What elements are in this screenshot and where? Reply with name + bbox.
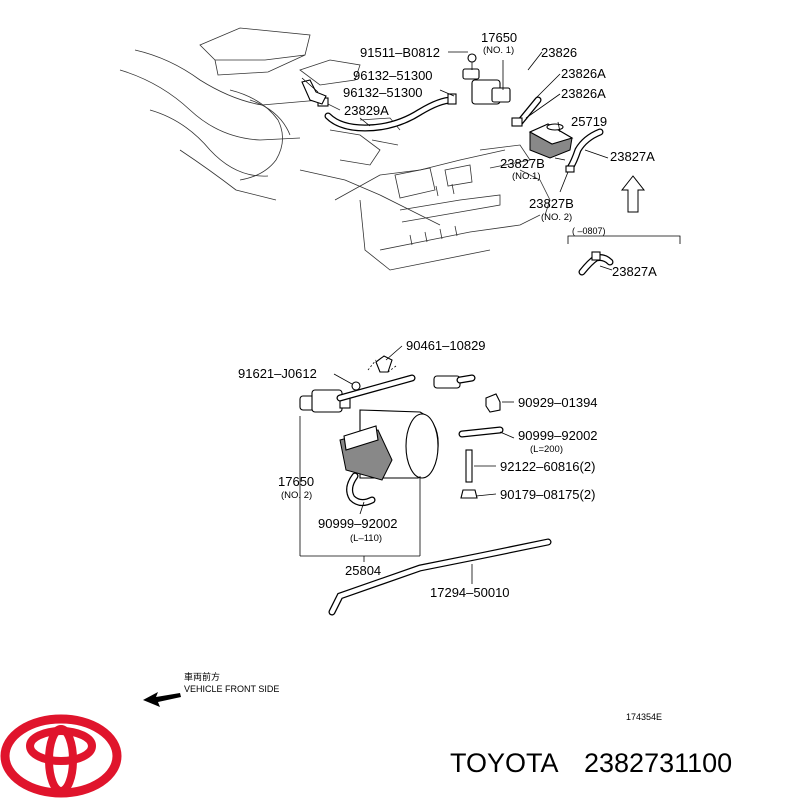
toyota-logo-icon: [0, 714, 122, 798]
label-23827A-2: 23827A: [612, 264, 657, 279]
label-90999b-len: (L–110): [350, 533, 382, 544]
label-23827B-2: 23827B: [529, 196, 574, 211]
vsv-no1: [462, 53, 511, 105]
part-number: 2382731100: [584, 748, 732, 778]
charcoal-canister: [299, 409, 439, 557]
hose-90999-200: [458, 426, 504, 438]
vsv-no2: [299, 381, 361, 413]
brand-name: TOYOTA: [450, 748, 559, 778]
label-23827B-2-no: (NO. 2): [541, 212, 572, 223]
label-23826: 23826: [541, 45, 577, 60]
label-23827B-1: 23827B: [500, 156, 545, 171]
leader-lines-top: [301, 51, 613, 271]
label-23826A-2: 23826A: [561, 86, 606, 101]
hose-23827A: [565, 128, 604, 173]
label-90999a-len: (L=200): [530, 444, 563, 455]
label-90999a: 90999–92002: [518, 428, 598, 443]
hose-90999-110: [346, 472, 376, 507]
label-17650-top: 17650: [481, 30, 517, 45]
hose-23826: [511, 96, 542, 127]
part-labels: 17650 (NO. 1) 91511–B0812 96132–51300 96…: [184, 30, 662, 722]
hose-23827A-variant: [578, 251, 614, 276]
label-90999b: 90999–92002: [318, 516, 398, 531]
range-bracket: [567, 235, 681, 244]
label-17650-bottom-no: (NO. 2): [281, 490, 312, 501]
label-91511: 91511–B0812: [360, 45, 440, 60]
label-front-en: VEHICLE FRONT SIDE: [184, 684, 279, 694]
label-23829A: 23829A: [344, 103, 389, 118]
label-90179: 90179–08175(2): [500, 487, 595, 502]
label-drawing-no: 174354E: [626, 712, 662, 722]
engine-outline: [119, 27, 551, 271]
bracket-90461: [367, 355, 397, 373]
label-90461: 90461–10829: [406, 338, 486, 353]
label-92122: 92122–60816(2): [500, 459, 595, 474]
arrow-up-icon: [620, 175, 646, 213]
label-17650-top-no: (NO. 1): [483, 45, 514, 56]
label-25804: 25804: [345, 563, 381, 578]
pipe-17294: [328, 538, 552, 616]
label-23826A-1: 23826A: [561, 66, 606, 81]
label-96132b: 96132–51300: [343, 85, 423, 100]
hose-23829A: [301, 79, 457, 132]
arrow-left-icon: [143, 692, 181, 707]
vsv-pipe: [336, 374, 416, 402]
label-17294: 17294–50010: [430, 585, 510, 600]
stud-bolt: [460, 449, 478, 499]
label-23827A-1: 23827A: [610, 149, 655, 164]
label-23827B-1-no: (NO.1): [512, 171, 541, 182]
label-front-jp: 車両前方: [184, 671, 220, 683]
canister-filter-25719: [528, 123, 574, 159]
leader-lines-bottom: [333, 345, 515, 584]
label-17650-bottom: 17650: [278, 474, 314, 489]
label-90929: 90929–01394: [518, 395, 598, 410]
label-25719: 25719: [571, 114, 607, 129]
clip-90929: [485, 393, 501, 413]
label-range-note: ( –0807): [572, 226, 606, 236]
connector: [433, 374, 476, 389]
label-91621: 91621–J0612: [238, 366, 317, 381]
label-96132a: 96132–51300: [353, 68, 433, 83]
